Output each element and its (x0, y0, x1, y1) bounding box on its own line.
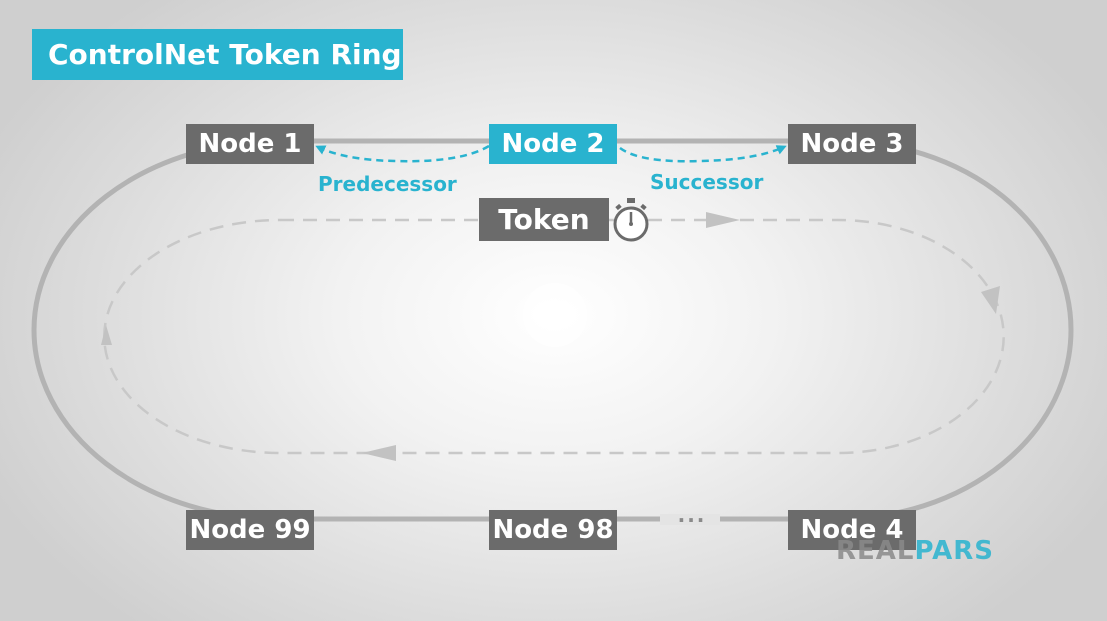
logo-text-pars: PARS (914, 536, 995, 566)
successor-label: Successor (650, 170, 764, 194)
token-arrow-top (706, 212, 740, 228)
predecessor-label: Predecessor (318, 172, 457, 196)
predecessor-arrow (315, 144, 490, 163)
node-3: Node 3 (788, 124, 916, 164)
node-99: Node 99 (186, 510, 314, 550)
ellipsis-dots: ··· (677, 508, 707, 532)
node-98: Node 98 (489, 510, 617, 550)
successor-arrow (619, 145, 787, 163)
token-arrow-left (101, 325, 112, 345)
logo-text-real: REAL (836, 536, 915, 566)
ellipsis-gap (660, 514, 720, 525)
center-glow (523, 283, 587, 347)
token-box: Token (479, 198, 609, 241)
node-1: Node 1 (186, 124, 314, 164)
stopwatch-icon (613, 198, 649, 242)
node-2: Node 2 (489, 124, 617, 164)
token-arrow-right (981, 286, 1000, 314)
token-arrow-bottom (362, 445, 396, 461)
node-4: Node 4 (788, 510, 916, 550)
diagram-title: ControlNet Token Ring (32, 29, 403, 80)
realpars-logo: REALPARS (836, 536, 994, 566)
